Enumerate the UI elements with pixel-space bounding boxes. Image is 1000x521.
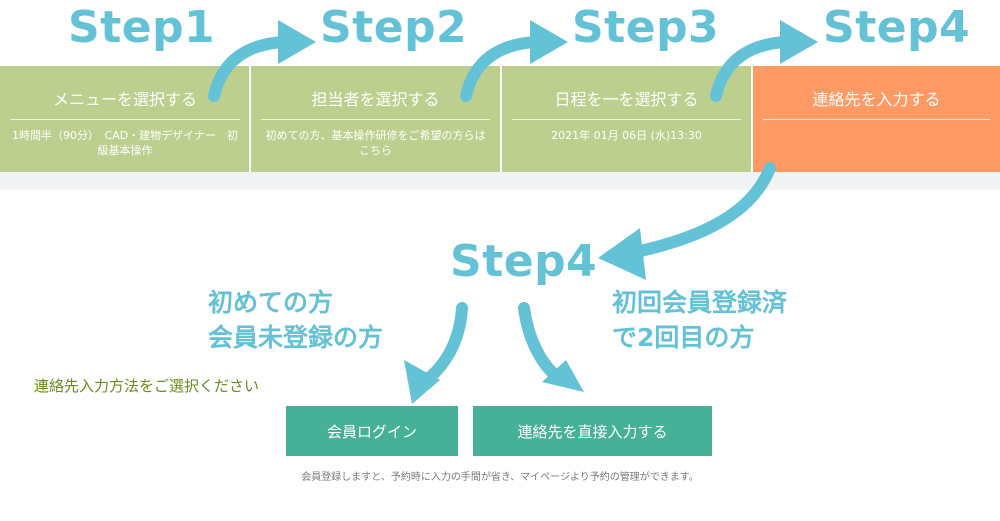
step-box-title: 日程を一を選択する xyxy=(512,86,741,120)
step-divider xyxy=(249,66,251,172)
current-step-label: Step4 xyxy=(450,236,598,287)
step-box-desc: 2021年 01月 06日 (水)13:30 xyxy=(551,129,702,142)
returning-user-note: 初回会員登録済 で2回目の方 xyxy=(612,286,787,355)
step-divider xyxy=(751,66,753,172)
step-box-title: メニューを選択する xyxy=(10,86,240,120)
new-user-note-line1: 初めての方 xyxy=(208,288,334,317)
step-divider xyxy=(500,66,502,172)
contact-method-instruction: 連絡先入力方法をご選択ください xyxy=(34,377,260,395)
returning-user-note-line1: 初回会員登録済 xyxy=(612,288,788,317)
direct-contact-input-button[interactable]: 連絡先を直接入力する xyxy=(473,406,712,456)
step2-label: Step2 xyxy=(320,2,468,53)
new-user-note-line2: 会員未登録の方 xyxy=(208,322,384,352)
registration-benefit-note: 会員登録しますと、予約時に入力の手間が省き、マイページより予約の管理ができます。 xyxy=(301,472,699,483)
arrow-to-direct-icon xyxy=(518,302,562,382)
step-box-contact: 連絡先を入力する xyxy=(753,66,1000,172)
step-box-title: 連絡先を入力する xyxy=(763,86,990,120)
step-box-staff[interactable]: 担当者を選択する 初めての方、基本操作研修をご希望の方らはこちら xyxy=(251,66,500,172)
step-box-title: 担当者を選択する xyxy=(261,86,490,120)
new-user-note: 初めての方 会員未登録の方 xyxy=(208,286,383,355)
step-box-menu[interactable]: メニューを選択する 1時間半（90分） CAD・建物デザイナー 初級基本操作 xyxy=(0,66,250,172)
step-box-date[interactable]: 日程を一を選択する 2021年 01月 06日 (水)13:30 xyxy=(502,66,751,172)
step1-label: Step1 xyxy=(68,2,216,53)
arrow-to-login-icon xyxy=(418,302,468,388)
step4-label: Step4 xyxy=(823,2,971,53)
step-box-desc: 1時間半（90分） CAD・建物デザイナー 初級基本操作 xyxy=(12,129,238,157)
step-box-desc: 初めての方、基本操作研修をご希望の方らはこちら xyxy=(265,129,486,157)
member-login-button[interactable]: 会員ログイン xyxy=(286,406,458,456)
returning-user-note-line2: で2回目の方 xyxy=(612,322,755,352)
step3-label: Step3 xyxy=(572,2,720,53)
